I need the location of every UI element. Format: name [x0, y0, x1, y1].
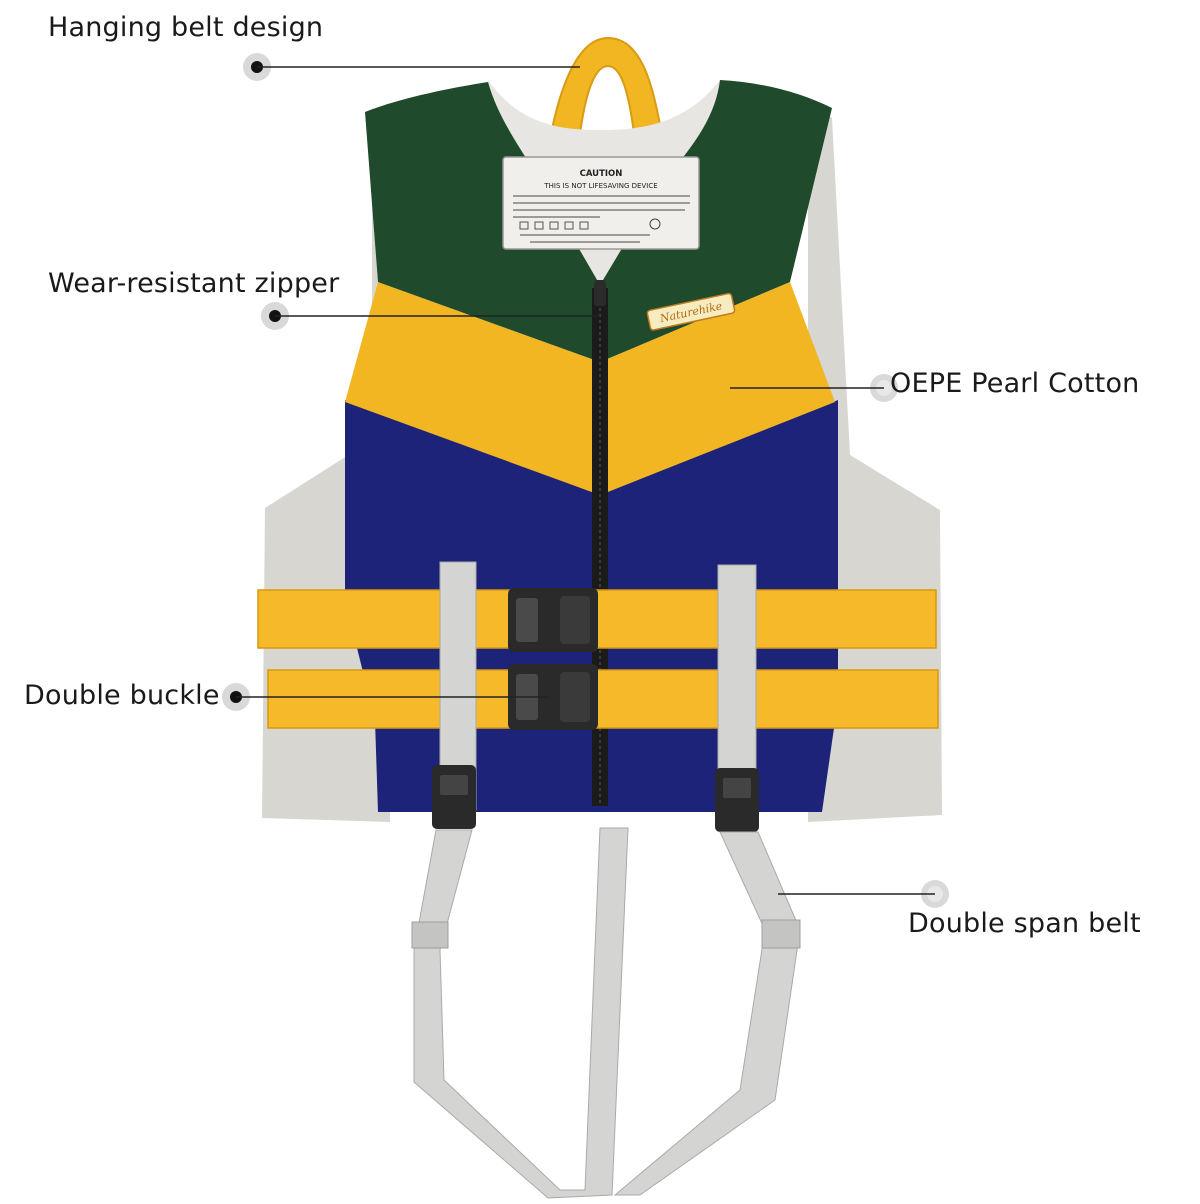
chest-strap-bottom [267, 669, 939, 729]
leg-buckle-right [715, 768, 759, 832]
leg-strap-left-keeper [411, 921, 449, 949]
callout-zipper: Wear-resistant zipper [48, 268, 340, 299]
zipper-pull [594, 280, 606, 306]
brand-logo-icon [649, 218, 661, 230]
caution-subtitle: THIS IS NOT LIFESAVING DEVICE [543, 182, 657, 190]
callout-hanging-belt: Hanging belt design [48, 12, 324, 43]
leg-strap-right [613, 831, 801, 1196]
vest-green-left [365, 82, 600, 362]
leg-strap-left [413, 827, 629, 1199]
caution-title: CAUTION [580, 169, 623, 179]
caution-fine-print [513, 195, 690, 243]
leg-strap-right-keeper [761, 919, 801, 949]
vest-yellow-panel [345, 282, 835, 495]
callout-oepe: OEPE Pearl Cotton [890, 368, 1140, 399]
care-symbols-icon [519, 221, 589, 230]
vest-green-right [600, 80, 832, 362]
callout-double-span: Double span belt [908, 908, 1141, 939]
buckle-top [508, 588, 598, 652]
leg-buckle-left [432, 765, 476, 829]
callout-double-buckle: Double buckle [24, 680, 220, 711]
